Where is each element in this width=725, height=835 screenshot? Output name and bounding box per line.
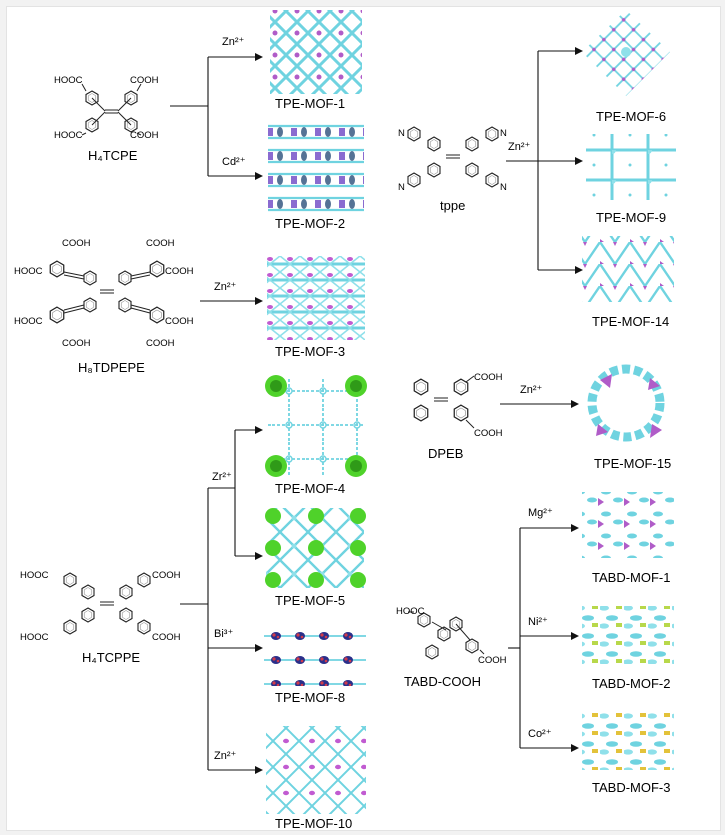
- molecule-dpeb: [413, 375, 475, 429]
- atom-label: N: [398, 182, 405, 193]
- metal-ion-label: Zn²⁺: [520, 384, 543, 396]
- metal-ion-label: Cd²⁺: [222, 156, 246, 168]
- ligand-name: TABD-COOH: [404, 674, 481, 689]
- product-label: TPE-MOF-3: [275, 344, 345, 359]
- product-label: TPE-MOF-9: [596, 210, 666, 225]
- product-label: TABD-MOF-3: [592, 780, 670, 795]
- group-label: HOOC: [54, 130, 83, 141]
- atom-label: N: [500, 182, 507, 193]
- product-label: TPE-MOF-5: [275, 593, 345, 608]
- group-label: HOOC: [14, 266, 43, 277]
- molecule-tabd-cooh: [408, 611, 485, 660]
- structure-tpe-mof-15: [587, 364, 665, 442]
- group-label: COOH: [146, 338, 175, 349]
- group-label: COOH: [152, 632, 181, 643]
- group-label: COOH: [478, 655, 507, 666]
- product-label: TPE-MOF-6: [596, 109, 666, 124]
- metal-ion-label: Zn²⁺: [214, 281, 237, 293]
- ligand-name: DPEB: [428, 446, 463, 461]
- structure-tpe-mof-14: [582, 236, 674, 302]
- product-label: TPE-MOF-10: [275, 816, 352, 831]
- group-label: COOH: [474, 372, 503, 383]
- product-label: TPE-MOF-8: [275, 690, 345, 705]
- ligand-tabd-cooh: HOOC COOH TABD-COOH: [396, 606, 507, 689]
- metal-ion-label: Bi³⁺: [214, 628, 233, 640]
- structure-tabd-mof-3: [582, 712, 674, 770]
- branch-tabd-cooh: [508, 524, 579, 752]
- metal-ion-label: Zn²⁺: [214, 750, 237, 762]
- molecule-h4tcpe: [81, 83, 142, 136]
- group-label: COOH: [62, 238, 91, 249]
- metal-ion-label: Zn²⁺: [508, 141, 531, 153]
- product-label: TPE-MOF-4: [275, 481, 345, 496]
- ligand-h4tcppe: HOOC COOH HOOC COOH H₄TCPPE: [20, 570, 181, 665]
- ligand-name: tppe: [440, 198, 465, 213]
- group-label: HOOC: [54, 75, 83, 86]
- ligand-h8tdpepe: COOH COOH HOOC COOH HOOC COOH COOH COOH …: [14, 238, 194, 375]
- branch-tppe: [506, 47, 583, 274]
- group-label: COOH: [165, 316, 194, 327]
- metal-ion-label: Ni²⁺: [528, 616, 548, 628]
- ligand-name: H₄TCPE: [88, 148, 138, 163]
- structure-tpe-mof-5: [265, 508, 366, 588]
- group-label: COOH: [165, 266, 194, 277]
- structure-tpe-mof-4: [265, 375, 367, 477]
- group-label: COOH: [474, 428, 503, 439]
- ligand-h4tcpe: HOOC COOH HOOC COOH H₄TCPE: [54, 75, 159, 163]
- structure-tpe-mof-3: [267, 256, 365, 340]
- branch-h4tcpe: [170, 53, 263, 180]
- group-label: COOH: [146, 238, 175, 249]
- atom-label: N: [500, 128, 507, 139]
- ligand-name: H₈TDPEPE: [78, 360, 145, 375]
- structure-tpe-mof-1: [270, 10, 362, 94]
- atom-label: N: [398, 128, 405, 139]
- structure-tpe-mof-10: [266, 726, 366, 814]
- structure-tpe-mof-6: [582, 10, 670, 96]
- group-label: COOH: [130, 75, 159, 86]
- group-label: HOOC: [20, 632, 49, 643]
- product-label: TPE-MOF-2: [275, 216, 345, 231]
- group-label: HOOC: [396, 606, 425, 617]
- molecule-tppe: [407, 126, 499, 188]
- product-label: TPE-MOF-1: [275, 96, 345, 111]
- ligand-dpeb: COOH COOH DPEB: [413, 372, 503, 461]
- branch-h4tcppe: [180, 426, 263, 774]
- structure-tabd-mof-2: [582, 606, 674, 664]
- structure-tpe-mof-2: [268, 118, 364, 212]
- group-label: COOH: [62, 338, 91, 349]
- group-label: HOOC: [20, 570, 49, 581]
- molecule-h8tdpepe: [49, 260, 165, 324]
- metal-ion-label: Zr²⁺: [212, 471, 232, 483]
- group-label: HOOC: [14, 316, 43, 327]
- product-label: TABD-MOF-2: [592, 676, 670, 691]
- metal-ion-label: Zn²⁺: [222, 36, 245, 48]
- metal-ion-label: Co²⁺: [528, 728, 552, 740]
- product-label: TABD-MOF-1: [592, 570, 670, 585]
- group-label: COOH: [152, 570, 181, 581]
- structure-tpe-mof-9: [586, 134, 676, 200]
- group-label: COOH: [130, 130, 159, 141]
- metal-ion-label: Mg²⁺: [528, 507, 553, 519]
- molecule-h4tcppe: [63, 572, 151, 635]
- ligand-name: H₄TCPPE: [82, 650, 140, 665]
- structure-tabd-mof-1: [582, 492, 674, 558]
- ligand-tppe: N N N N tppe: [398, 126, 507, 213]
- product-label: TPE-MOF-15: [594, 456, 671, 471]
- structure-tpe-mof-8: [264, 616, 366, 686]
- product-label: TPE-MOF-14: [592, 314, 669, 329]
